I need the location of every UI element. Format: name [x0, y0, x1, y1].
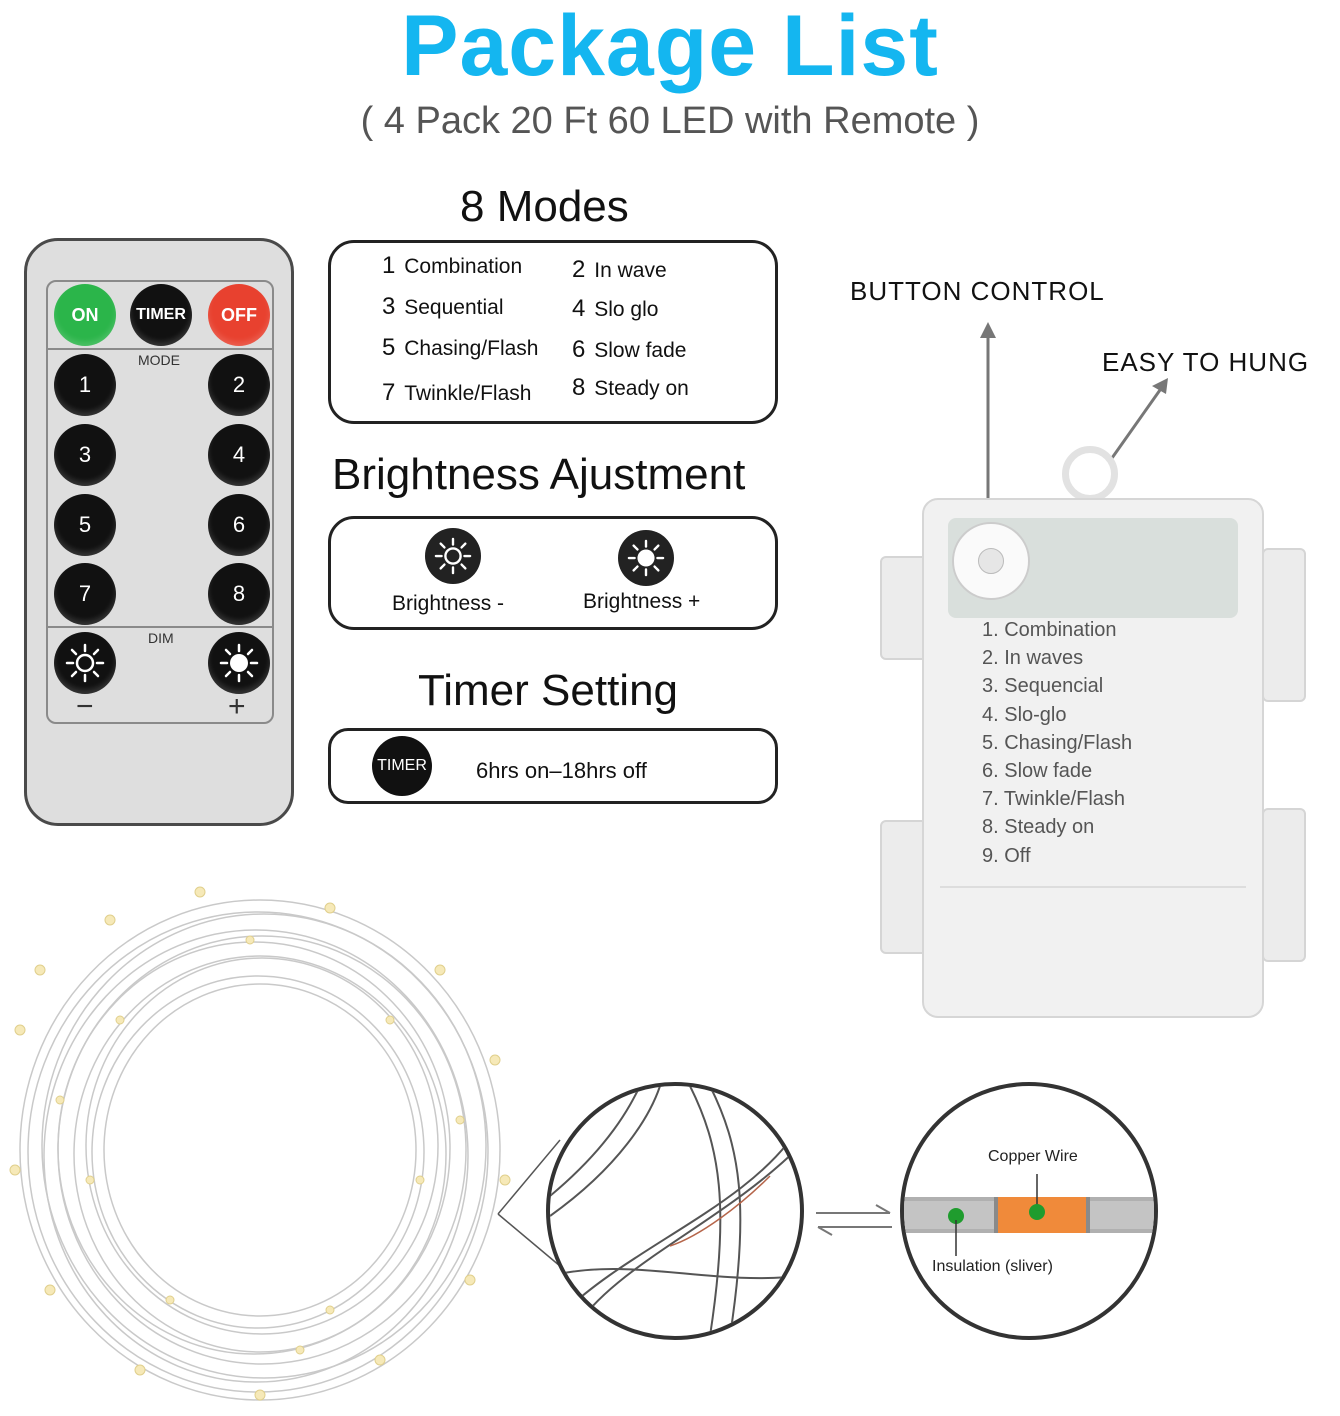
timer-description: 6hrs on–18hrs off [476, 758, 647, 783]
battery-box-seam [940, 886, 1246, 888]
mode-item: 6 Slow fade [572, 336, 687, 363]
remote-on-button[interactable]: ON [54, 284, 116, 346]
remote-mode-4-button[interactable]: 4 [208, 424, 270, 486]
remote-brightness-up-button[interactable] [208, 632, 270, 694]
mode-item: 8 Steady on [572, 374, 689, 401]
page-title: Package List [401, 0, 939, 94]
remote-brightness-down-button[interactable] [54, 632, 116, 694]
sun-filled-icon [219, 643, 259, 683]
side-clip [880, 820, 928, 954]
battery-box-mode: 6. Slow fade [982, 760, 1093, 783]
power-button-center [978, 548, 1004, 574]
battery-box-mode-list: 1. Combination 2. In waves 3. Sequencial… [982, 616, 1132, 870]
wire-structure-circle [900, 1082, 1158, 1340]
timer-heading: Timer Setting [418, 666, 679, 715]
brightness-plus-label: Brightness + [583, 590, 701, 613]
battery-box-mode: 9. Off [982, 844, 1031, 867]
power-button[interactable] [952, 522, 1030, 600]
side-clip [880, 556, 928, 660]
battery-box-mode: 7. Twinkle/Flash [982, 788, 1126, 811]
remote-button-panel [46, 280, 274, 724]
remote-mode-label: MODE [138, 352, 180, 368]
mode-item: 4 Slo glo [572, 295, 659, 322]
exchange-arrows-icon [816, 1204, 892, 1236]
wire-zoom-circle [546, 1082, 804, 1340]
remote-timer-button[interactable]: TIMER [130, 284, 192, 346]
remote-divider [46, 348, 274, 350]
remote-mode-5-button[interactable]: 5 [54, 494, 116, 556]
arrow-line [1110, 389, 1162, 459]
remote-mode-2-button[interactable]: 2 [208, 354, 270, 416]
remote-mode-8-button[interactable]: 8 [208, 563, 270, 625]
remote-minus-sign: − [76, 690, 94, 723]
brightness-down-icon [425, 528, 481, 584]
insulation-label: Insulation (sliver) [932, 1258, 1053, 1275]
copper-wire-label: Copper Wire [988, 1148, 1078, 1165]
battery-box-mode: 5. Chasing/Flash [982, 731, 1133, 754]
sun-outline-icon [65, 643, 105, 683]
brightness-heading: Brightness Ajustment [332, 450, 746, 499]
modes-box [328, 240, 778, 424]
mode-item: 1 Combination [382, 252, 523, 279]
brightness-up-icon [618, 530, 674, 586]
remote-mode-7-button[interactable]: 7 [54, 563, 116, 625]
battery-box-mode: 8. Steady on [982, 816, 1095, 839]
remote-mode-6-button[interactable]: 6 [208, 494, 270, 556]
button-control-label: BUTTON CONTROL [850, 276, 1105, 306]
page-subtitle: ( 4 Pack 20 Ft 60 LED with Remote ) [360, 100, 980, 142]
remote-divider [46, 626, 274, 628]
remote-dim-label: DIM [148, 630, 174, 646]
battery-box-mode: 1. Combination [982, 619, 1117, 641]
brightness-minus-label: Brightness - [392, 592, 505, 615]
remote-plus-sign: + [228, 690, 246, 723]
easy-to-hung-label: EASY TO HUNG [1102, 347, 1310, 377]
wire-structure-diagram [904, 1174, 1154, 1256]
mode-item: 7 Twinkle/Flash [382, 379, 532, 406]
mode-item: 5 Chasing/Flash [382, 334, 539, 361]
modes-heading: 8 Modes [460, 182, 629, 231]
remote-mode-3-button[interactable]: 3 [54, 424, 116, 486]
mode-item: 2 In wave [572, 256, 667, 283]
battery-box-mode: 3. Sequencial [982, 675, 1104, 698]
led-wire-coil [9, 886, 511, 1401]
arrow-head [980, 322, 996, 338]
remote-mode-1-button[interactable]: 1 [54, 354, 116, 416]
arrow-head [1152, 378, 1168, 394]
battery-box-mode: 2. In waves [982, 647, 1084, 670]
battery-box-mode: 4. Slo-glo [982, 703, 1067, 726]
remote-off-button[interactable]: OFF [208, 284, 270, 346]
brightness-box [328, 516, 778, 630]
mode-item: 3 Sequential [382, 293, 504, 320]
timer-box [328, 728, 778, 804]
timer-button-icon: TIMER [372, 736, 432, 796]
